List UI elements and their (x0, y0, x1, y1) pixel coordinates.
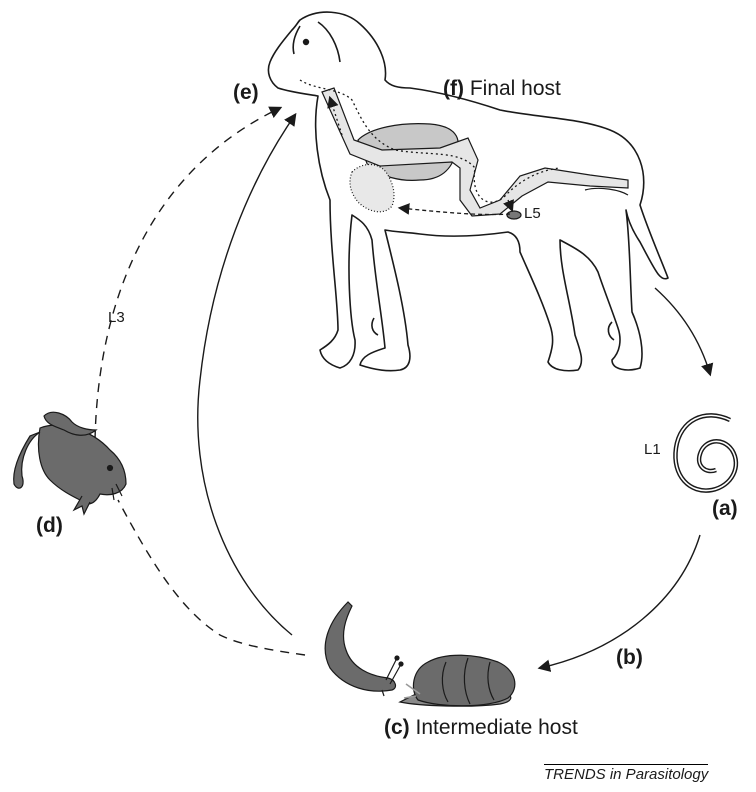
l5-spot (507, 211, 521, 219)
intermediate-host-label: Intermediate host (416, 716, 578, 739)
label-f: (f) Final host (443, 78, 561, 99)
dog-organs (322, 88, 628, 219)
cycle-arrows (95, 108, 710, 668)
arrow-dog-to-larva (655, 288, 710, 374)
snail-icon (400, 655, 515, 706)
arrow-slug-to-dog (198, 115, 295, 635)
label-b: (b) (616, 647, 643, 668)
label-l3: L3 (108, 310, 125, 325)
label-d: (d) (36, 515, 63, 536)
label-a: (a) (712, 498, 738, 519)
larva-icon (675, 415, 735, 490)
label-c: (c) Intermediate host (384, 717, 578, 738)
final-host-label: Final host (470, 77, 561, 100)
label-l5: L5 (524, 206, 541, 221)
label-e: (e) (233, 82, 259, 103)
frog-icon (14, 412, 126, 514)
slug-icon (325, 602, 403, 696)
journal-credit: TRENDS in Parasitology (544, 764, 708, 782)
arrow-slug-to-frog (118, 500, 305, 655)
label-l1: L1 (644, 442, 661, 457)
arrow-frog-to-dog (95, 108, 280, 440)
